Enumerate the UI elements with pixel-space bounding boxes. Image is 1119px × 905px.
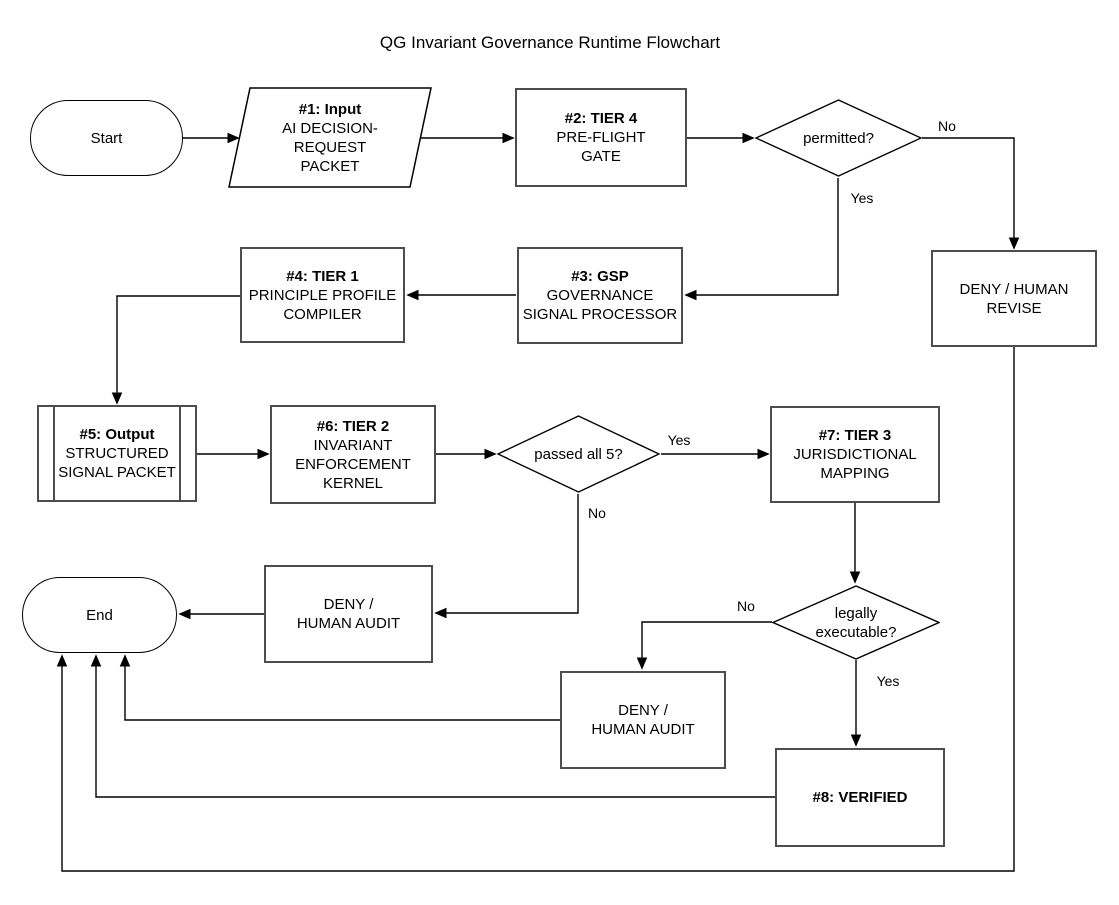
jurisdictional-title: #7: TIER 3 [818, 427, 892, 444]
gsp-title: #3: GSP [571, 268, 629, 285]
node-deny-human-audit-left: DENY / HUMAN AUDIT [264, 565, 433, 663]
node-jurisdictional-mapping: #7: TIER 3 JURISDICTIONAL MAPPING [770, 406, 940, 503]
preflight-gate-body: PRE-FLIGHT GATE [556, 129, 646, 165]
edge-label-permitted-yes: Yes [848, 190, 876, 206]
verified-title: #8: VERIFIED [812, 789, 908, 806]
node-gsp: #3: GSP GOVERNANCE SIGNAL PROCESSOR [517, 247, 683, 344]
node-end: End [22, 577, 177, 653]
node-preflight-gate: #2: TIER 4 PRE-FLIGHT GATE [515, 88, 687, 187]
deny-human-revise-body: DENY / HUMAN REVISE [959, 280, 1069, 317]
input-packet-body: AI DECISION- REQUEST PACKET [282, 119, 378, 175]
preflight-gate-title: #2: TIER 4 [564, 110, 638, 127]
edge-permitted-yes-to-gsp [684, 178, 839, 301]
diagram-title: QG Invariant Governance Runtime Flowchar… [379, 33, 721, 52]
node-deny-human-revise: DENY / HUMAN REVISE [931, 250, 1097, 347]
start-label: Start [90, 129, 123, 147]
legally-executable-label: legally executable? [815, 604, 897, 641]
predefined-process-bar-left [53, 407, 55, 500]
diamond-shape [755, 99, 922, 177]
node-decision-legally-executable: legally executable? [772, 585, 940, 660]
deny-human-audit-left-body: DENY / HUMAN AUDIT [296, 596, 401, 632]
edge-label-legal-no: No [735, 598, 757, 614]
output-packet-title: #5: Output [79, 426, 155, 443]
node-decision-passed-all-5: passed all 5? [497, 415, 660, 493]
output-packet-body: STRUCTURED SIGNAL PACKET [58, 445, 176, 481]
gsp-body: GOVERNANCE SIGNAL PROCESSOR [522, 287, 678, 323]
node-start: Start [30, 100, 183, 176]
compiler-title: #4: TIER 1 [286, 267, 359, 285]
node-decision-permitted: permitted? [755, 99, 922, 177]
parallelogram-shape [228, 87, 432, 188]
edge-label-passed-no: No [586, 505, 608, 521]
node-deny-human-audit-mid: DENY / HUMAN AUDIT [560, 671, 726, 769]
node-verified: #8: VERIFIED [775, 748, 945, 847]
kernel-title: #6: TIER 2 [316, 417, 390, 435]
edge-permitted-no-to-deny-revise [922, 137, 1020, 250]
jurisdictional-body: JURISDICTIONAL MAPPING [793, 446, 917, 482]
node-input-packet: #1: Input AI DECISION- REQUEST PACKET [228, 87, 432, 188]
predefined-process-bar-right [179, 407, 181, 500]
deny-human-audit-mid-body: DENY / HUMAN AUDIT [591, 702, 695, 738]
node-output-packet: #5: Output STRUCTURED SIGNAL PACKET [37, 405, 197, 502]
end-label: End [86, 606, 113, 624]
edge-label-passed-yes: Yes [665, 432, 693, 448]
edge-label-legal-yes: Yes [874, 673, 902, 689]
compiler-body: PRINCIPLE PROFILE COMPILER [248, 286, 397, 323]
passed-all-5-label: passed all 5? [534, 445, 623, 463]
input-packet-title: #1: Input [298, 100, 362, 118]
permitted-label: permitted? [803, 129, 874, 147]
edge-legal-no-to-deny-audit-mid [636, 621, 772, 670]
kernel-body: INVARIANT ENFORCEMENT KERNEL [295, 436, 411, 492]
edge-passed-no-to-deny-audit-left [434, 494, 579, 619]
node-principle-profile-compiler: #4: TIER 1 PRINCIPLE PROFILE COMPILER [240, 247, 405, 343]
edge-label-permitted-no: No [936, 118, 958, 134]
edge-deny-audit-mid-to-end [119, 654, 560, 721]
edge-compiler-to-output [111, 295, 240, 405]
node-invariant-enforcement-kernel: #6: TIER 2 INVARIANT ENFORCEMENT KERNEL [270, 405, 436, 504]
